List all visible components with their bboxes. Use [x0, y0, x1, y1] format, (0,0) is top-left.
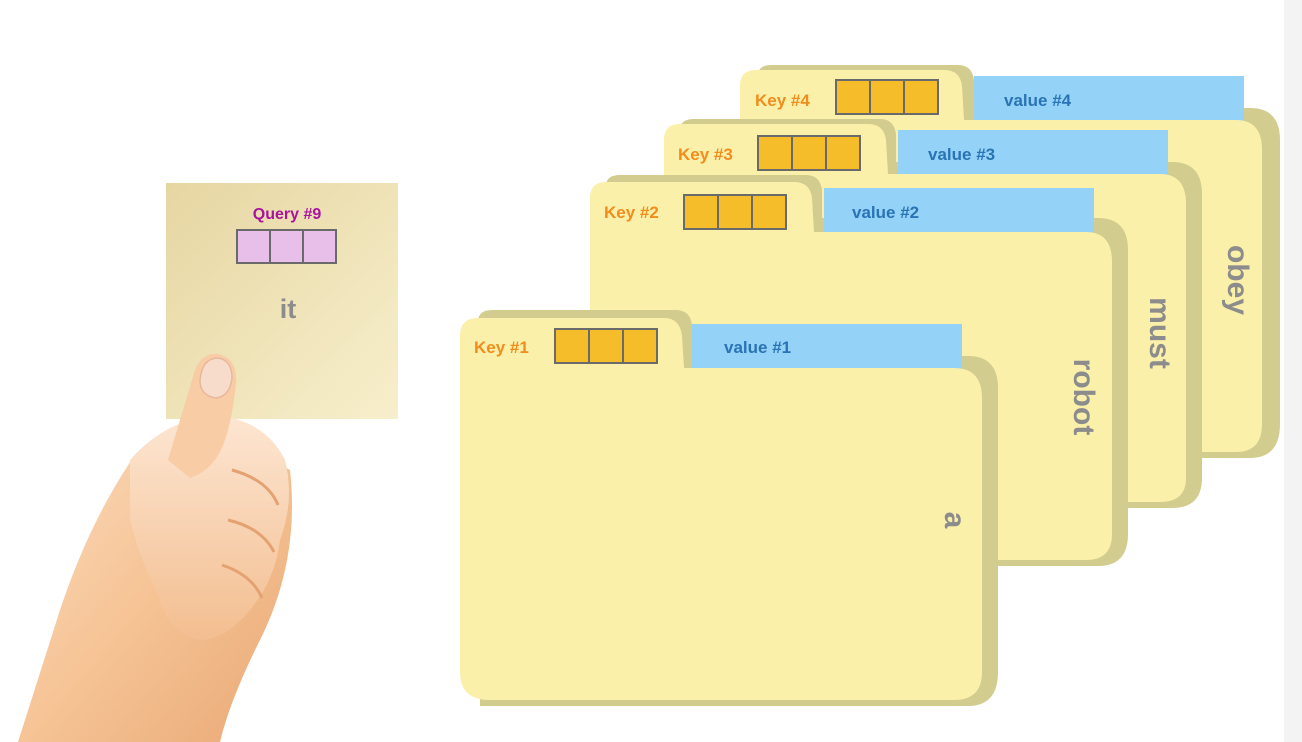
folder-2-key-label: Key #2 [604, 203, 659, 222]
folder-1-value-tab [692, 324, 962, 372]
folder-1-body [460, 318, 982, 700]
folder-3-word: must [1143, 297, 1176, 369]
folder-1-word: a [938, 512, 971, 529]
folder-4-key-vector [835, 79, 939, 115]
folder-4-value-tab [974, 76, 1244, 124]
folder-4-key-label: Key #4 [755, 91, 810, 110]
folder-1-key-vector [554, 328, 658, 364]
folder-1: value #1 Key #1 a [460, 310, 998, 706]
folder-2-value-label: value #2 [852, 203, 919, 222]
folder-3-value-label: value #3 [928, 145, 995, 164]
hand-illustration [18, 353, 292, 742]
folder-3-key-label: Key #3 [678, 145, 733, 164]
right-edge-strip [1284, 0, 1302, 742]
folder-2-word: robot [1067, 359, 1100, 436]
folder-1-value-label: value #1 [724, 338, 791, 357]
thumbnail [199, 357, 233, 399]
query-word: it [280, 294, 297, 324]
query-vector [236, 229, 337, 264]
folder-2-value-tab [824, 188, 1094, 236]
folder-2-key-vector [683, 194, 787, 230]
query-label: Query #9 [253, 206, 322, 223]
folder-3-key-vector [757, 135, 861, 171]
folder-4-word: obey [1221, 245, 1254, 315]
folder-1-key-label: Key #1 [474, 338, 529, 357]
folder-4-value-label: value #4 [1004, 91, 1072, 110]
folder-3-value-tab [898, 130, 1168, 178]
